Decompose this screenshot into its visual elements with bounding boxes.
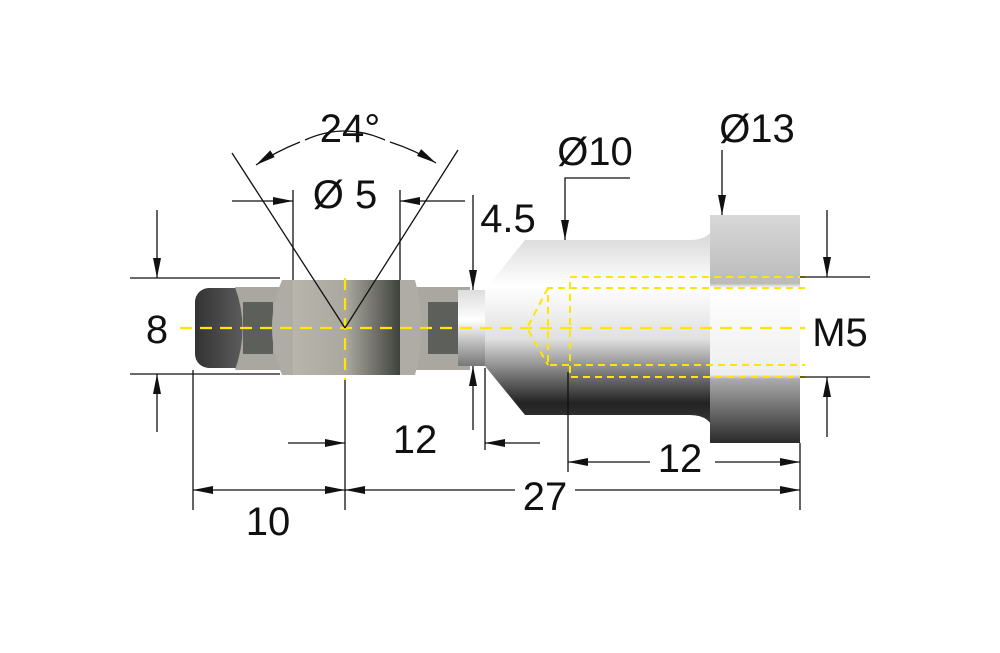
ball-width-label: 8 bbox=[146, 308, 168, 352]
neck-label: 4.5 bbox=[480, 197, 536, 241]
thread-label: M5 bbox=[812, 311, 868, 355]
overall-length-label: 27 bbox=[523, 475, 568, 519]
thread-depth-dimension bbox=[567, 372, 801, 510]
hex-diameter-label: Ø13 bbox=[719, 107, 795, 151]
neck-length-label: 12 bbox=[393, 418, 438, 462]
thread-dimension bbox=[800, 210, 870, 437]
ball-bore-label: Ø 5 bbox=[313, 173, 377, 217]
center-offset-label: 10 bbox=[246, 500, 291, 544]
angle-dimension bbox=[231, 130, 459, 329]
shaft-diameter-label: Ø10 bbox=[557, 130, 633, 174]
hidden-thread-bore bbox=[525, 276, 805, 378]
ball-width-dimension bbox=[130, 210, 280, 432]
shaft-diameter-leader bbox=[561, 177, 630, 240]
ball-bore-dimension bbox=[232, 190, 465, 280]
length-dimensions bbox=[192, 370, 800, 510]
angle-label: 24° bbox=[320, 107, 381, 151]
thread-depth-label: 12 bbox=[658, 437, 703, 481]
